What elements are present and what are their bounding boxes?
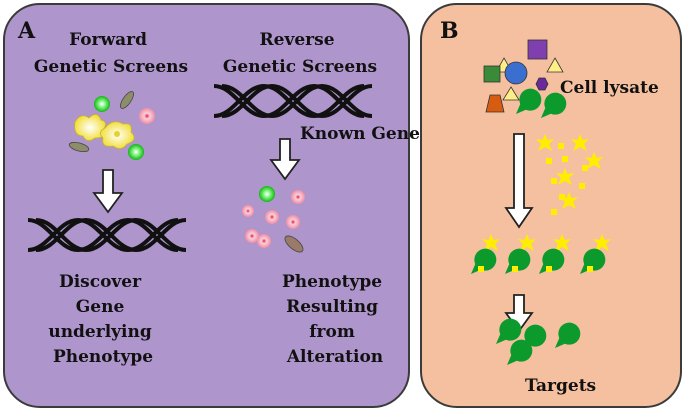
ligand-square-icon — [546, 266, 552, 272]
phenotype-result-line: from — [309, 322, 355, 342]
phenotype-result-line: Resulting — [286, 297, 378, 317]
ligand-square-icon — [582, 165, 588, 171]
forward-cells-cluster — [68, 91, 155, 160]
yellow-triangle-icon — [546, 57, 564, 73]
phenotype-result-line: Alteration — [286, 347, 383, 367]
bound-complex — [497, 234, 536, 282]
green-cell — [128, 144, 144, 160]
ligand-square-icon — [587, 266, 593, 272]
bound-complexes-row — [463, 234, 611, 282]
bound-complex — [531, 234, 571, 282]
ligand-square-icon — [559, 194, 565, 200]
down-arrow-icon — [92, 169, 124, 214]
forward-title-line: Genetic Screens — [34, 57, 188, 77]
ligand-square-icon — [551, 178, 557, 184]
purple-hexagon-icon — [535, 77, 549, 91]
green-square-icon — [483, 65, 501, 83]
down-arrow-icon — [269, 138, 301, 181]
forward-title-line: Forward — [69, 30, 147, 50]
discover-line: underlying — [48, 322, 152, 342]
down-arrow-icon — [504, 133, 534, 229]
reverse-title: Reverse Genetic Screens — [223, 30, 377, 77]
bound-complex — [572, 234, 611, 282]
ligand-square-icon — [546, 158, 552, 164]
discover-label: Discover Gene underlying Phenotype — [48, 272, 157, 367]
panel-a-letter: A — [17, 18, 36, 44]
bound-complex — [463, 234, 501, 282]
green-cell — [94, 96, 110, 112]
ligand-square-icon — [562, 156, 568, 162]
yellow-cell-nucleus — [114, 131, 120, 137]
bacterium-cell — [284, 235, 304, 253]
pink-cell — [291, 190, 305, 204]
forward-title: Forward Genetic Screens — [34, 30, 188, 77]
pink-cell — [139, 108, 155, 124]
ligand-square-icon — [551, 209, 557, 215]
panel-b-letter: B — [440, 18, 459, 44]
targets-label: Targets — [525, 376, 596, 396]
blue-circle-icon — [504, 61, 528, 85]
stars-cluster — [536, 134, 603, 215]
discover-line: Phenotype — [53, 347, 153, 367]
yellow-triangle-icon — [502, 86, 520, 101]
ligand-square-icon — [558, 143, 564, 149]
discover-line: Discover — [59, 272, 142, 292]
pink-cell — [265, 210, 279, 224]
phenotype-result-line: Phenotype — [282, 272, 382, 292]
orange-trapezoid-icon — [485, 94, 505, 113]
pink-cell — [245, 229, 259, 243]
panel-b-background — [420, 3, 682, 408]
discover-line: Gene — [76, 297, 125, 317]
lysate-shapes-cluster — [483, 39, 571, 126]
phenotype-result-label: Phenotype Resulting from Alteration — [282, 272, 388, 367]
reverse-title-line: Reverse — [260, 30, 335, 50]
reverse-title-line: Genetic Screens — [223, 57, 377, 77]
pink-cell — [242, 205, 254, 217]
pink-cell — [257, 234, 271, 248]
bacterium-cell — [119, 91, 135, 109]
green-cell — [259, 186, 275, 202]
pink-cell — [286, 215, 300, 229]
ligand-square-icon — [579, 183, 585, 189]
purple-square-icon — [527, 39, 548, 60]
cell-lysate-label: Cell lysate — [560, 78, 659, 98]
bacterium-cell — [68, 141, 90, 153]
reverse-cells-cluster — [242, 186, 305, 253]
ligand-square-icon — [478, 266, 484, 272]
known-gene-label: Known Gene — [300, 124, 420, 144]
ligand-square-icon — [512, 266, 518, 272]
